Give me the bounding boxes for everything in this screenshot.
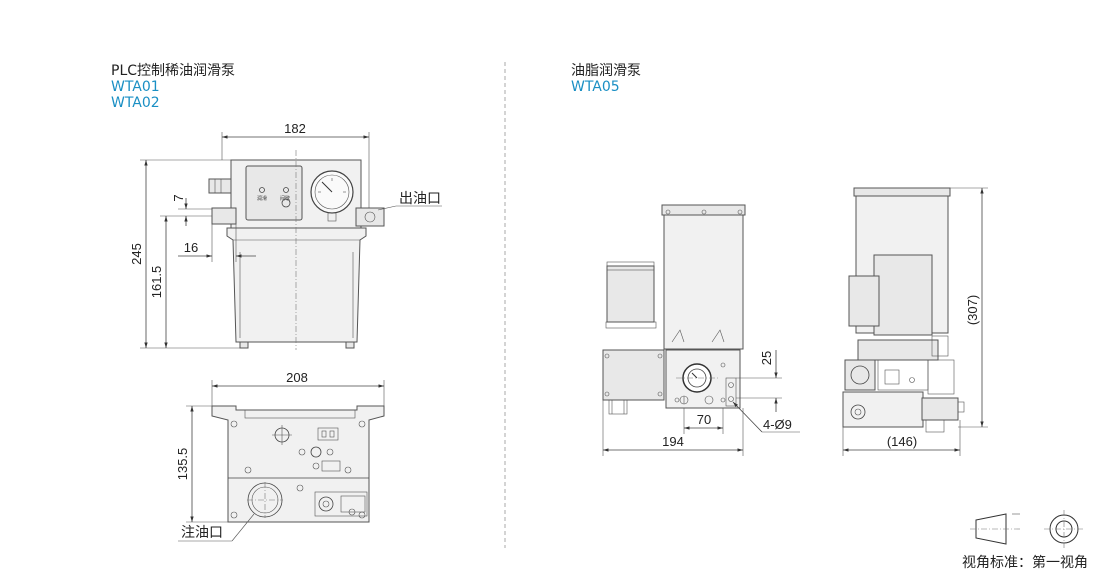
dim-208: 208 bbox=[286, 370, 308, 385]
projection-label: 视角标准：第一视角 bbox=[962, 554, 1088, 571]
dim-135-5: 135.5 bbox=[175, 448, 190, 481]
dim-146: (146) bbox=[887, 434, 917, 449]
right-section-title: 油脂润滑泵 bbox=[571, 63, 641, 79]
left-section-header: PLC控制稀油润滑泵 WTA01 WTA02 bbox=[111, 63, 235, 111]
left-section-title: PLC控制稀油润滑泵 bbox=[111, 63, 236, 79]
base-plate bbox=[211, 405, 385, 523]
svg-text:间歇: 间歇 bbox=[280, 195, 290, 202]
dim-161-5: 161.5 bbox=[149, 266, 164, 299]
right-section-header: 油脂润滑泵 WTA05 bbox=[571, 63, 641, 95]
right-side-view: (307) (146) bbox=[842, 187, 988, 456]
control-panel bbox=[245, 165, 303, 221]
left-front-view: 润滑 间歇 182 bbox=[129, 121, 442, 350]
dim-182: 182 bbox=[284, 121, 306, 136]
first-angle-projection-icon bbox=[970, 510, 1084, 548]
inlet-label: 注油口 bbox=[181, 525, 223, 541]
right-front-view: 194 70 25 4-Ø9 bbox=[602, 204, 800, 456]
pressure-gauge-icon bbox=[310, 170, 354, 222]
outlet-label: 出油口 bbox=[399, 191, 441, 207]
left-model-wta02: WTA02 bbox=[111, 95, 160, 111]
dim-7: 7 bbox=[171, 194, 186, 201]
dim-194: 194 bbox=[662, 434, 684, 449]
dim-70: 70 bbox=[697, 412, 711, 427]
left-model-wta01: WTA01 bbox=[111, 79, 160, 95]
svg-text:润滑: 润滑 bbox=[257, 195, 267, 202]
dim-25: 25 bbox=[759, 351, 774, 365]
dim-16: 16 bbox=[184, 240, 198, 255]
dim-307: (307) bbox=[965, 295, 980, 325]
grease-reservoir bbox=[663, 204, 744, 350]
left-top-view: 208 135.5 注油口 bbox=[175, 370, 385, 542]
right-model-wta05: WTA05 bbox=[571, 79, 620, 95]
dim-4-holes: 4-Ø9 bbox=[763, 417, 792, 432]
dim-245: 245 bbox=[129, 243, 144, 265]
oil-tank bbox=[226, 227, 367, 343]
motor bbox=[606, 265, 655, 323]
